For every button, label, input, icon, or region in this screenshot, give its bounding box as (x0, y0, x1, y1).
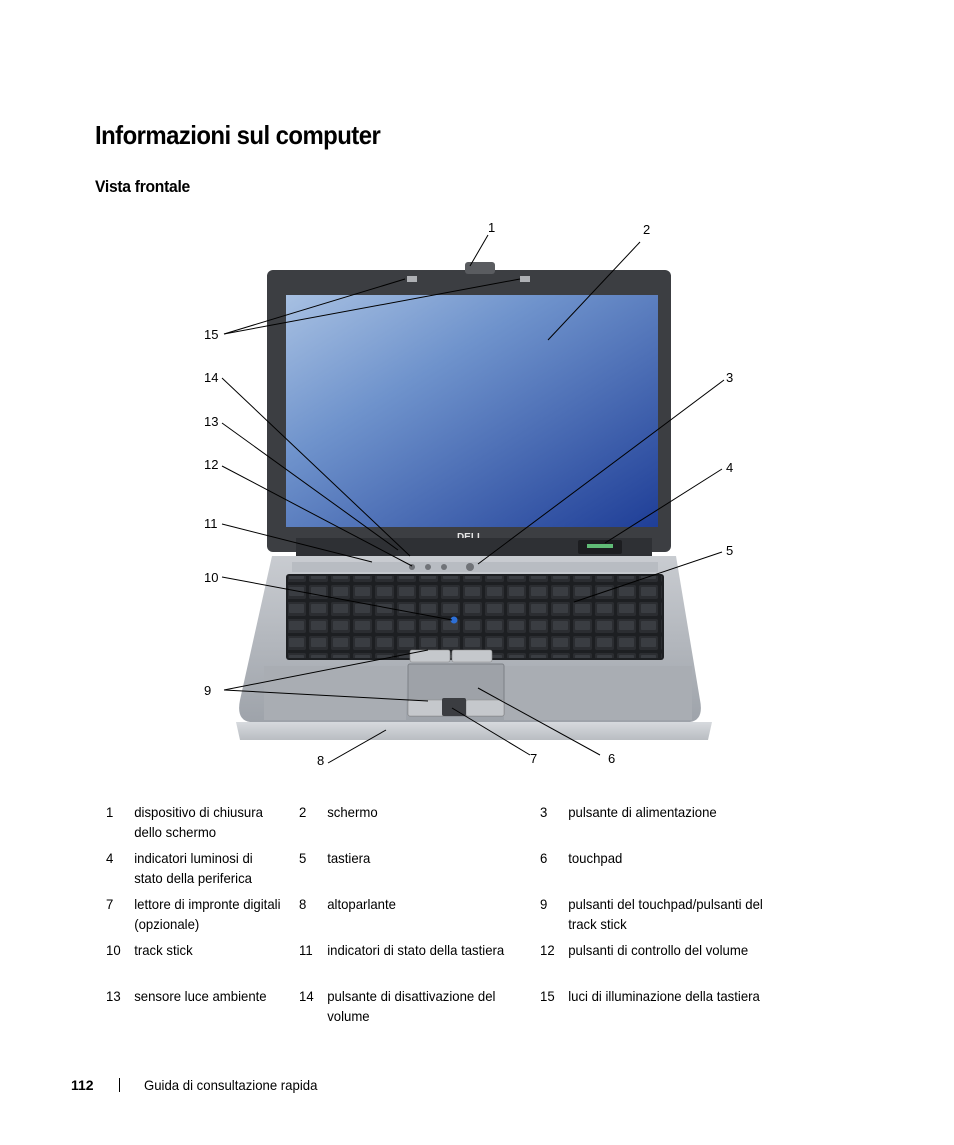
legend-item: 10 track stick (106, 941, 287, 987)
legend-item: 2 schermo (299, 803, 526, 849)
legend-number: 2 (298, 804, 306, 820)
legend-item: 9 pulsanti del touchpad/pulsanti del trac… (540, 895, 809, 941)
callout-15: 15 (204, 327, 218, 342)
legend-item: 15 luci di illuminazione della tastiera (540, 987, 809, 1033)
legend-text: sensore luce ambiente (134, 988, 267, 1004)
fingerprint-reader (442, 698, 466, 716)
legend-text: track stick (134, 942, 193, 958)
track-stick (450, 616, 458, 624)
legend-item: 13 sensore luce ambiente (106, 987, 287, 1033)
legend-row: 7 lettore di impronte digitali (opzionale… (106, 895, 826, 941)
callout-10: 10 (204, 570, 218, 585)
legend-item: 5 tastiera (299, 849, 526, 895)
legend-number: 11 (298, 942, 313, 958)
callout-2: 2 (643, 222, 650, 237)
legend-number: 6 (539, 850, 547, 866)
legend-text: dispositivo di chiusura dello schermo (134, 804, 263, 840)
legend-text: tastiera (326, 850, 370, 866)
display-latch (465, 262, 495, 274)
document-name: Guida di consultazione rapida (144, 1077, 318, 1093)
legend-row: 1 dispositivo di chiusura dello schermo 2… (106, 803, 826, 849)
legend-number: 3 (539, 804, 547, 820)
callout-1: 1 (488, 220, 495, 235)
callout-8: 8 (317, 753, 324, 768)
legend-row: 10 track stick 11 indicatori di stato dell… (106, 941, 826, 987)
callout-13: 13 (204, 414, 218, 429)
legend-number: 9 (539, 896, 547, 912)
callout-3: 3 (726, 370, 733, 385)
legend-text: pulsanti del touchpad/pulsanti del track… (567, 896, 763, 932)
legend-text: touchpad (567, 850, 622, 866)
legend-number: 12 (539, 942, 555, 958)
page-number: 112 (71, 1077, 94, 1093)
legend-number: 7 (106, 896, 114, 912)
legend-row: 13 sensore luce ambiente 14 pulsante di di… (106, 987, 826, 1033)
callout-12: 12 (204, 457, 218, 472)
legend-text: lettore di impronte digitali (opzionale) (134, 896, 281, 932)
legend-row: 4 indicatori luminosi di stato della peri… (106, 849, 826, 895)
legend-text: indicatori luminosi di stato della perif… (134, 850, 253, 886)
page-title: Informazioni sul computer (95, 120, 381, 150)
legend-item: 12 pulsanti di controllo del volume (540, 941, 809, 987)
legend-item: 4 indicatori luminosi di stato della peri… (106, 849, 287, 895)
laptop-front-view-figure: DELL 1 (0, 210, 954, 780)
legend-number: 1 (106, 804, 114, 820)
legend-item: 11 indicatori di stato della tastiera (299, 941, 526, 987)
legend-item: 3 pulsante di alimentazione (540, 803, 809, 849)
legend-text: altoparlante (326, 896, 396, 912)
display-screen (286, 295, 658, 527)
legend-item: 14 pulsante di disattivazione del volume (299, 987, 526, 1033)
legend-text: indicatori di stato della tastiera (326, 942, 504, 958)
legend-item: 1 dispositivo di chiusura dello schermo (106, 803, 287, 849)
legend-text: pulsante di disattivazione del volume (326, 988, 496, 1024)
footer-separator (119, 1078, 120, 1092)
legend-number: 14 (298, 988, 314, 1004)
legend-number: 8 (298, 896, 306, 912)
legend-text: schermo (326, 804, 378, 820)
legend-table: 1 dispositivo di chiusura dello schermo 2… (106, 803, 826, 1033)
legend-item: 8 altoparlante (299, 895, 526, 941)
legend-number: 15 (539, 988, 555, 1004)
legend-text: luci di illuminazione della tastiera (567, 988, 760, 1004)
legend-text: pulsante di alimentazione (567, 804, 717, 820)
legend-item: 7 lettore di impronte digitali (opzionale… (106, 895, 287, 941)
legend-number: 4 (106, 850, 114, 866)
keyboard-light-right (520, 276, 530, 282)
callout-7: 7 (530, 751, 537, 766)
section-title: Vista frontale (95, 177, 190, 196)
power-button (466, 563, 474, 571)
callout-4: 4 (726, 460, 733, 475)
callout-5: 5 (726, 543, 733, 558)
legend-text: pulsanti di controllo del volume (567, 942, 748, 958)
callout-11: 11 (204, 516, 218, 531)
legend-item: 6 touchpad (540, 849, 809, 895)
callout-9: 9 (204, 683, 211, 698)
legend-number: 10 (106, 942, 121, 958)
callout-14: 14 (204, 370, 218, 385)
callout-6: 6 (608, 751, 615, 766)
page-footer: 112 Guida di consultazione rapida (71, 1077, 328, 1093)
legend-number: 13 (106, 988, 121, 1004)
brand-logo: DELL (457, 532, 483, 543)
legend-number: 5 (298, 850, 306, 866)
keyboard-light-left (407, 276, 417, 282)
